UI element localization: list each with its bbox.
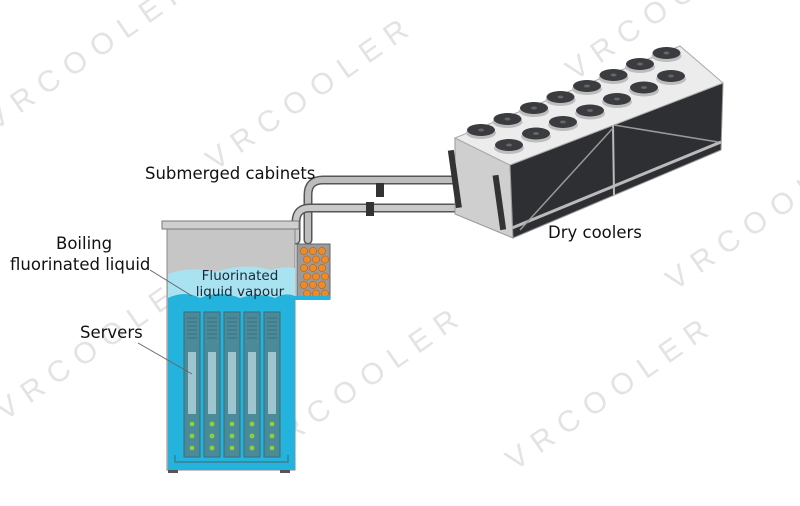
label-submerged-cabinets: Submerged cabinets (145, 164, 316, 183)
fan-icon (545, 91, 576, 106)
status-led (269, 421, 275, 427)
status-led (249, 421, 255, 427)
status-led (229, 421, 235, 427)
label-dry-coolers: Dry coolers (548, 223, 642, 242)
fan-icon (494, 139, 524, 154)
server-blade (183, 311, 201, 458)
dry-cooler-unit (447, 45, 724, 239)
fan-icon (651, 47, 682, 62)
label-servers: Servers (80, 323, 143, 342)
fan-icon (656, 70, 686, 85)
fan-icon (598, 69, 629, 84)
coil-tube (318, 247, 326, 255)
server-blade (243, 311, 261, 458)
status-led (209, 421, 215, 427)
status-led (189, 445, 195, 451)
pipe-connector (366, 202, 374, 216)
coil-tube (321, 272, 329, 281)
status-led (209, 445, 215, 451)
status-led (249, 433, 255, 439)
label-boiling-line2: fluorinated liquid (10, 255, 151, 274)
status-led (229, 433, 235, 439)
fan-icon (625, 58, 655, 73)
fan-icon (492, 113, 523, 128)
fan-icon (548, 116, 578, 131)
fan-icon (519, 102, 549, 117)
label-vapour-line1: Fluorinated (201, 268, 279, 284)
coil-tube (303, 272, 311, 281)
status-led (249, 445, 255, 451)
coil-tube (318, 281, 326, 289)
server-blade (203, 311, 221, 458)
status-led (229, 445, 235, 451)
coil-tube (300, 281, 308, 289)
label-vapour: Fluorinated liquid vapour (190, 268, 290, 300)
coil-tube (312, 255, 320, 264)
fan-icon (521, 127, 551, 143)
submerged-cabinet (161, 220, 330, 473)
coil-tube (321, 255, 329, 264)
label-boiling-line1: Boiling (56, 234, 113, 253)
coil-tube (309, 281, 317, 289)
label-vapour-line2: liquid vapour (195, 284, 285, 300)
coil-tube (309, 247, 317, 255)
coil-tube (300, 247, 308, 255)
coil-tube (312, 272, 320, 281)
server-blade (223, 311, 241, 458)
condenser-coil (296, 243, 331, 300)
coil-tube (303, 255, 311, 264)
status-led (189, 421, 195, 427)
fan-icon (575, 104, 605, 120)
leader-line-boiling (149, 269, 193, 297)
status-led (269, 445, 275, 451)
fan-icon (602, 93, 632, 108)
coil-tube (309, 264, 317, 272)
fan-icon (629, 81, 659, 97)
coolant-pipes (291, 175, 467, 245)
status-led (189, 433, 195, 439)
status-led (269, 433, 275, 439)
leader-line-servers (137, 342, 193, 375)
pipe-connector (376, 183, 384, 197)
coil-tube (300, 264, 308, 272)
coil-tube (318, 264, 326, 272)
fan-icon (572, 80, 602, 95)
status-led (209, 433, 215, 439)
server-blade (263, 311, 281, 458)
fan-icon (466, 124, 496, 139)
